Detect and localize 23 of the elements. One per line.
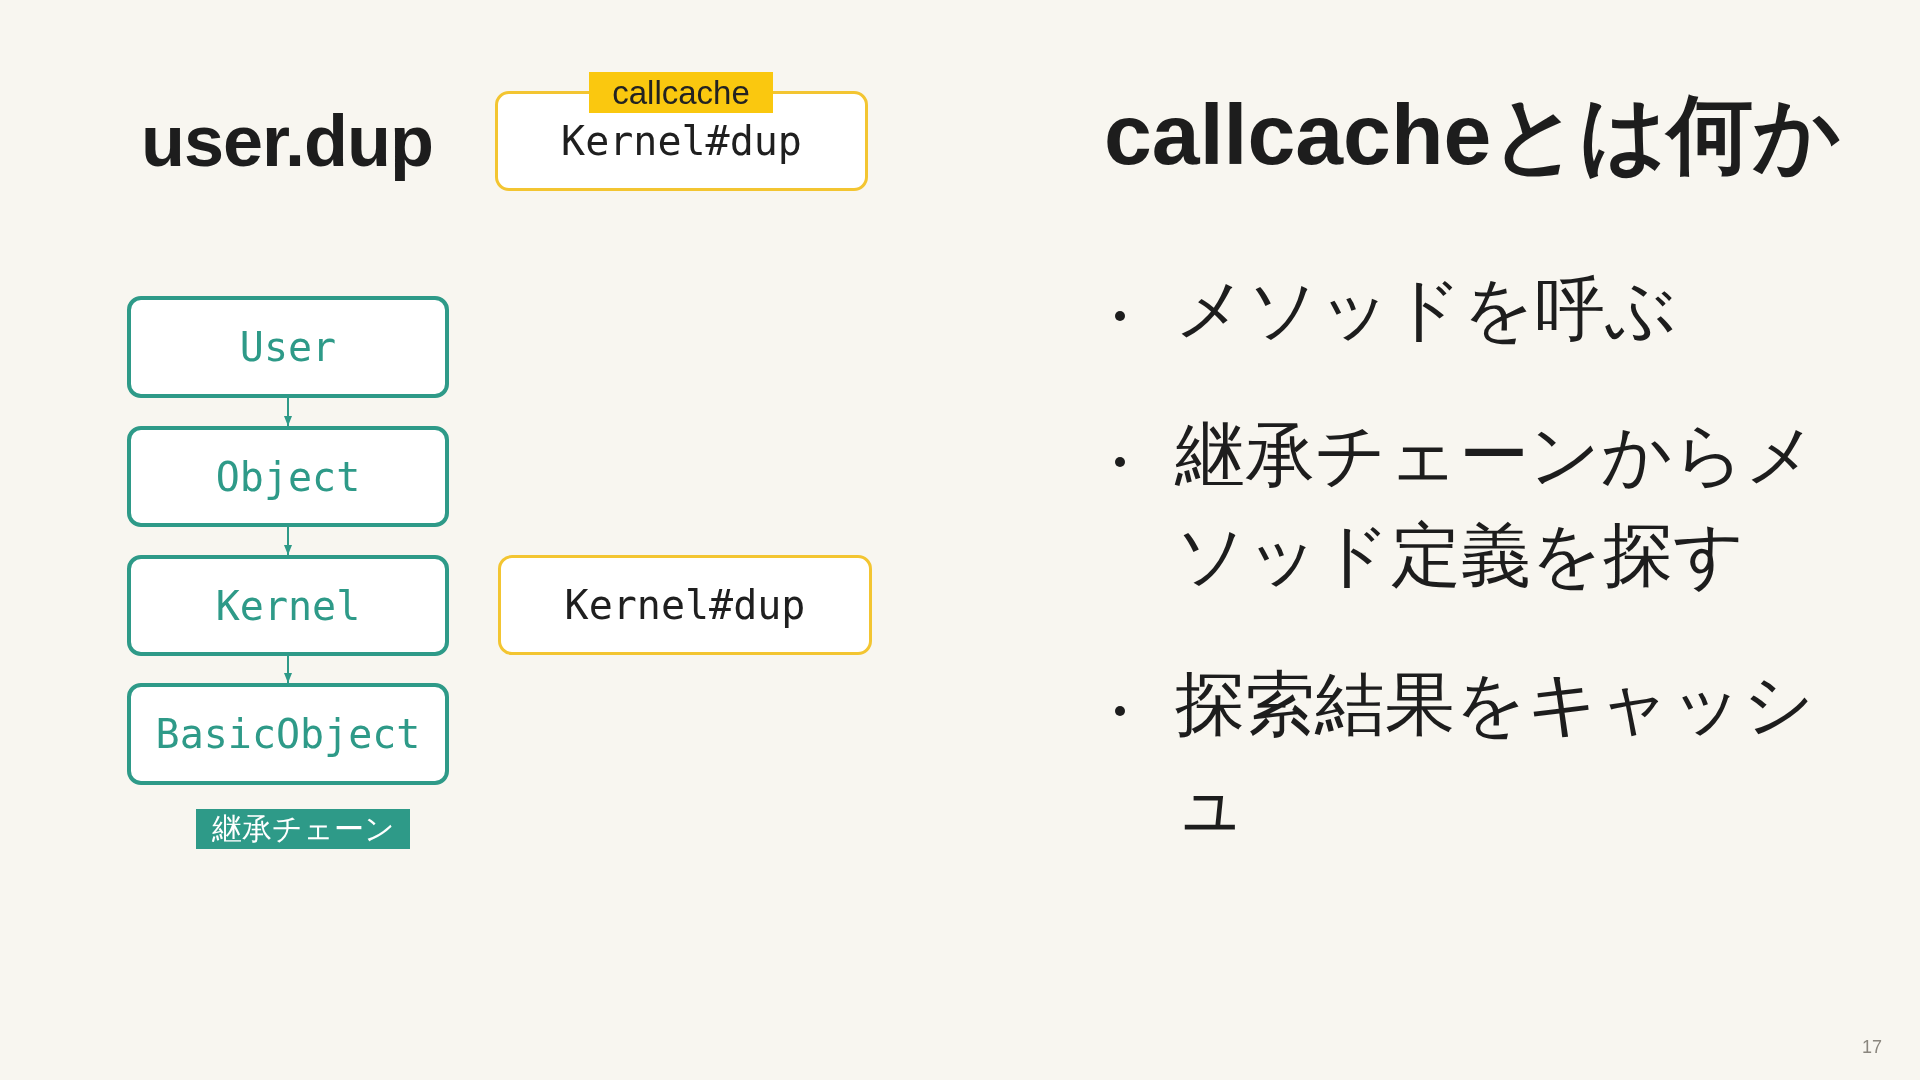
method-name: Kernel#dup	[561, 117, 802, 165]
tag-label: callcache	[589, 72, 773, 113]
bullet-text: メソッドを呼ぶ	[1175, 267, 1678, 352]
arrow	[284, 655, 292, 684]
code-heading: user.dup	[141, 100, 434, 183]
class-box	[127, 555, 449, 656]
class-box	[127, 426, 449, 527]
class-name: Kernel	[215, 581, 361, 630]
bullet-text: 継承チェーンからメソッド定義を探す	[1175, 413, 1818, 598]
slide-title: callcacheとは何か	[1104, 85, 1842, 184]
caption-text: 継承チェーン	[211, 811, 395, 847]
method-card	[498, 555, 872, 655]
page-number: 17	[1862, 1036, 1883, 1058]
method-name: Kernel#dup	[564, 581, 806, 629]
arrow	[284, 397, 292, 427]
class-name: User	[239, 323, 337, 371]
class-name: Object	[215, 452, 361, 501]
arrow	[284, 526, 292, 556]
class-box	[127, 296, 449, 398]
bullet-text: 探索結果をキャッシュ	[1175, 662, 1816, 847]
class-box	[127, 683, 449, 785]
caption-tag	[196, 809, 410, 849]
class-name: BasicObject	[155, 710, 421, 758]
